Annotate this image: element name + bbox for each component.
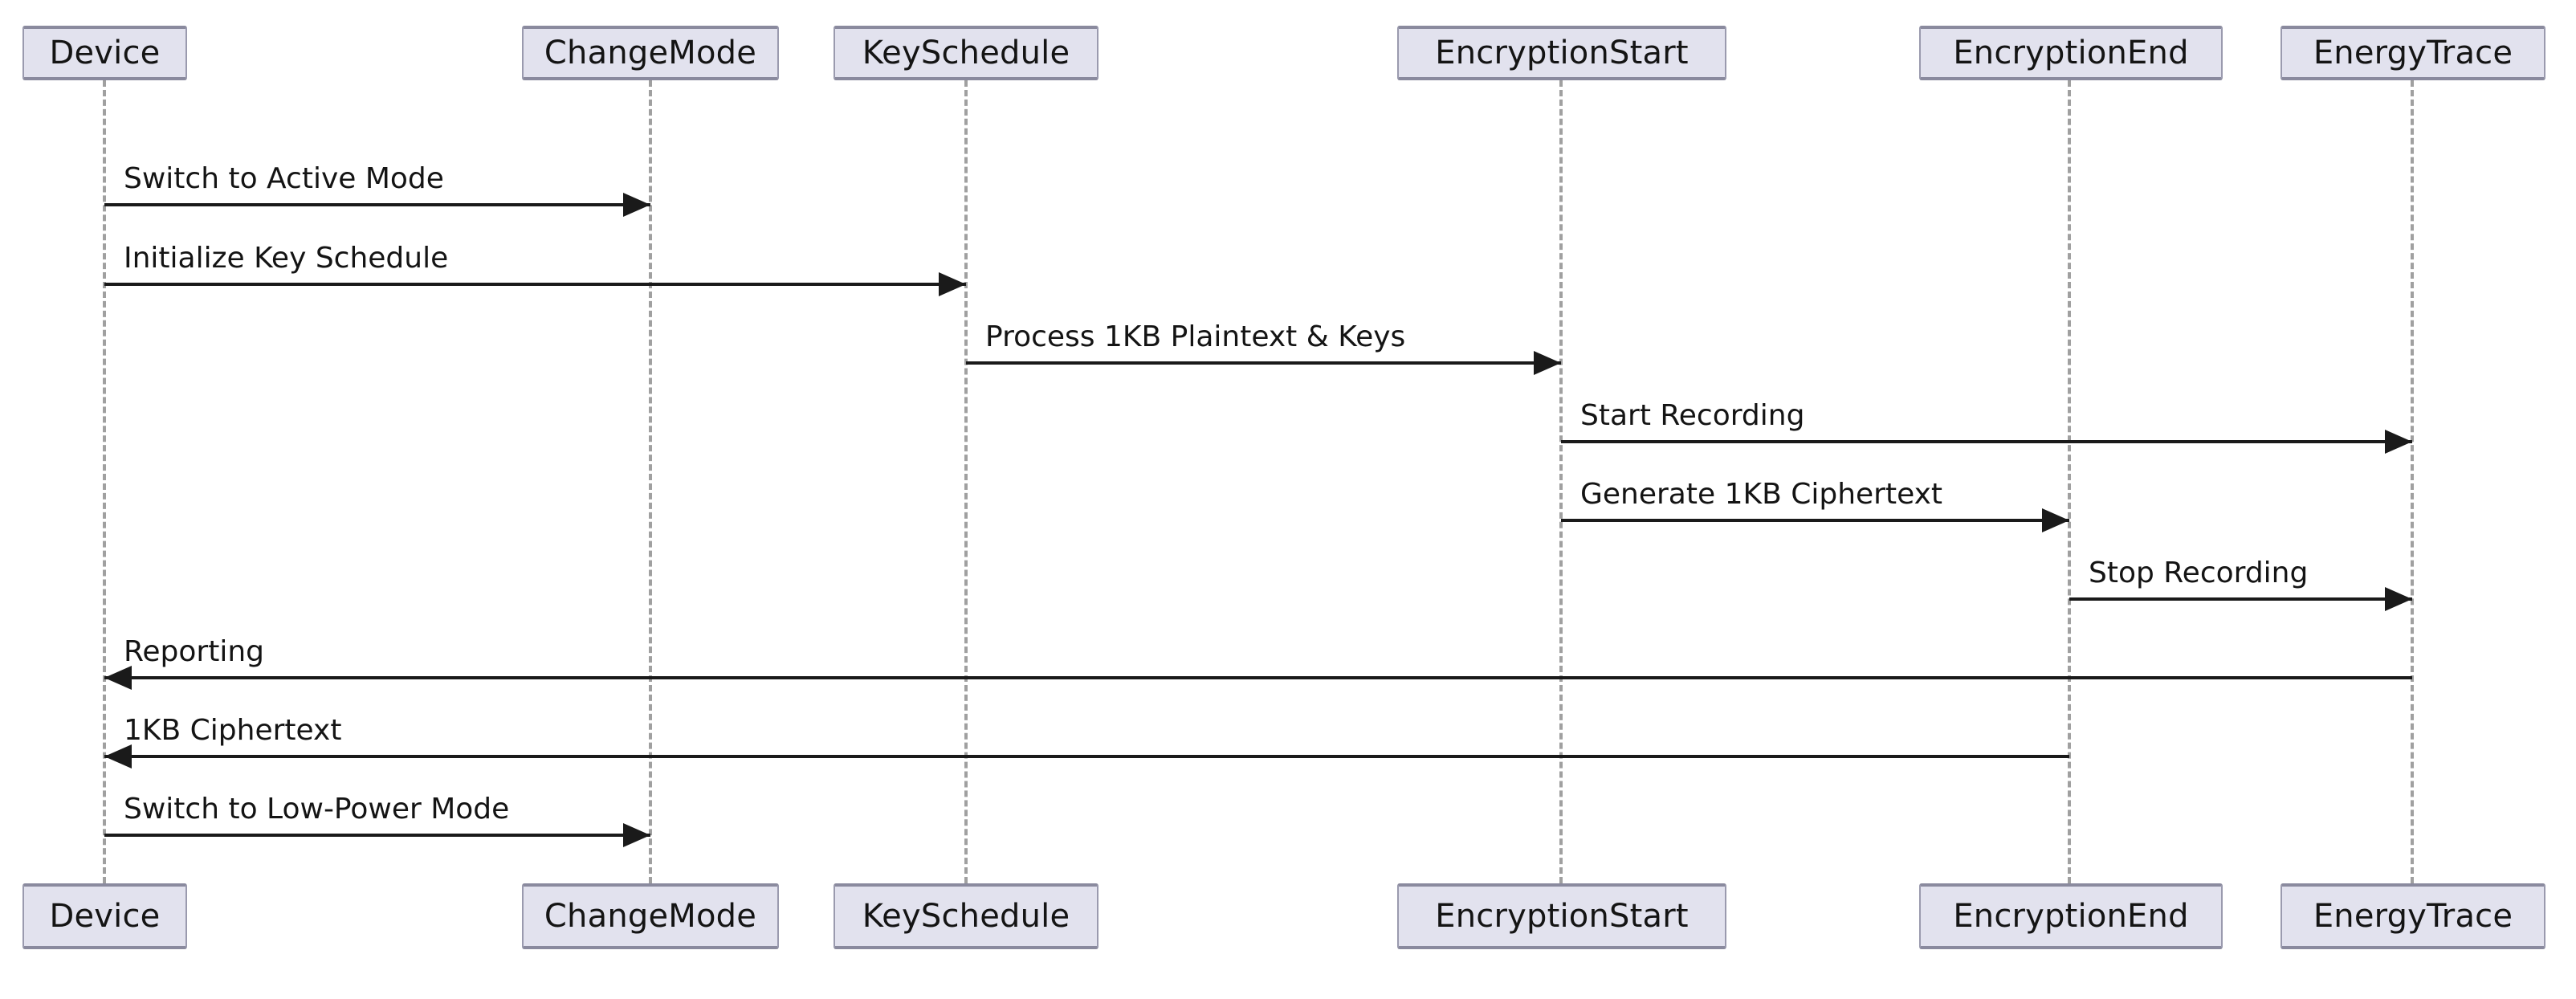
participant-label: Device — [49, 35, 161, 71]
message-arrowhead-8 — [623, 823, 650, 847]
participant-label: KeySchedule — [862, 35, 1070, 71]
message-label-7: 1KB Ciphertext — [124, 714, 342, 747]
participant-changemode-top[interactable]: ChangeMode — [522, 26, 779, 80]
participant-energytrace-top[interactable]: EnergyTrace — [2280, 26, 2545, 80]
participant-label: KeySchedule — [862, 898, 1070, 935]
participant-label: EnergyTrace — [2313, 898, 2513, 935]
message-label-8: Switch to Low-Power Mode — [124, 793, 510, 826]
message-line-1 — [104, 283, 966, 286]
participant-encryptionstart-bottom[interactable]: EncryptionStart — [1397, 883, 1726, 949]
message-line-8 — [104, 834, 650, 837]
participant-device-top[interactable]: Device — [22, 26, 187, 80]
message-label-4: Generate 1KB Ciphertext — [1580, 478, 1943, 511]
participant-label: EncryptionEnd — [1953, 35, 2189, 71]
participant-keyschedule-top[interactable]: KeySchedule — [834, 26, 1098, 80]
message-arrowhead-0 — [623, 193, 650, 217]
lifeline-device — [103, 80, 106, 883]
participant-device-bottom[interactable]: Device — [22, 883, 187, 949]
message-arrowhead-1 — [939, 272, 966, 296]
message-arrowhead-4 — [2042, 508, 2069, 532]
participant-label: EncryptionStart — [1435, 898, 1689, 935]
participant-keyschedule-bottom[interactable]: KeySchedule — [834, 883, 1098, 949]
participant-label: ChangeMode — [544, 35, 757, 71]
participant-encryptionend-bottom[interactable]: EncryptionEnd — [1919, 883, 2223, 949]
message-arrowhead-2 — [1534, 351, 1561, 375]
lifeline-energytrace — [2411, 80, 2414, 883]
message-line-7 — [104, 755, 2069, 758]
lifeline-encryptionstart — [1559, 80, 1563, 883]
message-label-1: Initialize Key Schedule — [124, 242, 449, 275]
message-arrowhead-7 — [104, 744, 132, 769]
message-line-4 — [1561, 519, 2069, 522]
participant-label: EncryptionEnd — [1953, 898, 2189, 935]
message-arrowhead-6 — [104, 666, 132, 690]
participant-encryptionstart-top[interactable]: EncryptionStart — [1397, 26, 1726, 80]
message-label-3: Start Recording — [1580, 399, 1805, 432]
message-label-2: Process 1KB Plaintext & Keys — [985, 320, 1406, 353]
participant-changemode-bottom[interactable]: ChangeMode — [522, 883, 779, 949]
message-line-3 — [1561, 440, 2412, 443]
participant-label: Device — [49, 898, 161, 935]
participant-label: EncryptionStart — [1435, 35, 1689, 71]
message-arrowhead-3 — [2385, 430, 2412, 454]
participant-label: EnergyTrace — [2313, 35, 2513, 71]
lifeline-encryptionend — [2068, 80, 2071, 883]
message-label-6: Reporting — [124, 635, 265, 668]
participant-encryptionend-top[interactable]: EncryptionEnd — [1919, 26, 2223, 80]
message-arrowhead-5 — [2385, 587, 2412, 611]
participant-label: ChangeMode — [544, 898, 757, 935]
message-line-0 — [104, 203, 650, 206]
lifeline-changemode — [649, 80, 652, 883]
lifeline-keyschedule — [964, 80, 968, 883]
message-line-5 — [2069, 597, 2412, 601]
message-label-5: Stop Recording — [2089, 557, 2309, 589]
message-line-2 — [966, 361, 1561, 365]
message-label-0: Switch to Active Mode — [124, 162, 444, 195]
participant-energytrace-bottom[interactable]: EnergyTrace — [2280, 883, 2545, 949]
message-line-6 — [104, 676, 2412, 679]
